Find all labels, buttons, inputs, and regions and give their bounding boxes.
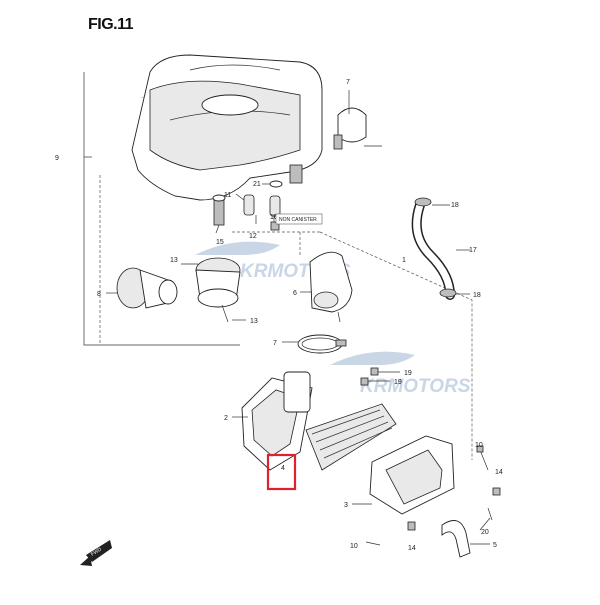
part-clamp-top bbox=[333, 107, 382, 150]
callout-20: 20 bbox=[481, 529, 489, 536]
callout-16: 16 bbox=[270, 214, 278, 221]
callout-10-bottom: 10 bbox=[350, 543, 358, 550]
callout-14-bottom: 14 bbox=[408, 545, 416, 552]
callout-14-right: 14 bbox=[495, 469, 503, 476]
highlight-box-callout-4 bbox=[266, 453, 297, 491]
callout-7-top: 7 bbox=[346, 79, 350, 86]
part-filter-element bbox=[305, 403, 397, 471]
callout-6: 6 bbox=[293, 290, 297, 297]
part-breather-hose bbox=[411, 197, 457, 300]
non-canister-note: NON CANISTER bbox=[275, 213, 323, 225]
callout-18-top: 18 bbox=[451, 202, 459, 209]
callout-19-top: 19 bbox=[404, 370, 412, 377]
part-intake-boots bbox=[116, 257, 241, 323]
callout-labels: 1 2 3 4 5 6 7 7 8 8 9 10 10 11 12 13 13 … bbox=[55, 79, 503, 552]
callout-7-middle: 7 bbox=[273, 340, 277, 347]
watermark-text-bottom: KRMOTORS bbox=[360, 376, 471, 397]
callout-13-bottom: 13 bbox=[250, 318, 258, 325]
watermark-bottom: KRMOTORS bbox=[330, 351, 471, 397]
callout-9: 9 bbox=[55, 155, 59, 162]
callout-5: 5 bbox=[493, 542, 497, 549]
part-elbow-duct bbox=[309, 251, 353, 323]
part-strap bbox=[441, 520, 471, 558]
callout-10-right: 10 bbox=[475, 442, 483, 449]
figure-title: FIG.11 bbox=[88, 16, 134, 33]
callout-3: 3 bbox=[344, 502, 348, 509]
part-band-clamp bbox=[297, 334, 347, 354]
part-case-body bbox=[241, 371, 313, 471]
callout-19-bottom: 19 bbox=[394, 379, 402, 386]
callout-17: 17 bbox=[469, 247, 477, 254]
part-lower-case bbox=[369, 435, 455, 515]
callout-11: 11 bbox=[224, 192, 231, 199]
callout-21: 21 bbox=[253, 181, 261, 188]
part-small-hoses bbox=[212, 180, 283, 231]
callout-1: 1 bbox=[402, 257, 406, 264]
callout-18-bottom: 18 bbox=[473, 292, 481, 299]
part-bolts bbox=[360, 367, 501, 546]
callout-4: 4 bbox=[281, 465, 285, 472]
callout-2: 2 bbox=[224, 415, 228, 422]
fwd-label: FWD bbox=[90, 546, 103, 557]
callout-12: 12 bbox=[249, 233, 257, 240]
callout-8-left: 8 bbox=[97, 291, 101, 298]
assembly-bracket bbox=[83, 72, 473, 460]
fwd-arrow-icon: FWD bbox=[80, 540, 112, 566]
leader-lines bbox=[106, 90, 491, 545]
part-air-cleaner-cover bbox=[131, 54, 323, 201]
callout-15: 15 bbox=[216, 239, 224, 246]
non-canister-label: NON CANISTER bbox=[279, 217, 317, 223]
callout-13-top: 13 bbox=[170, 257, 178, 264]
